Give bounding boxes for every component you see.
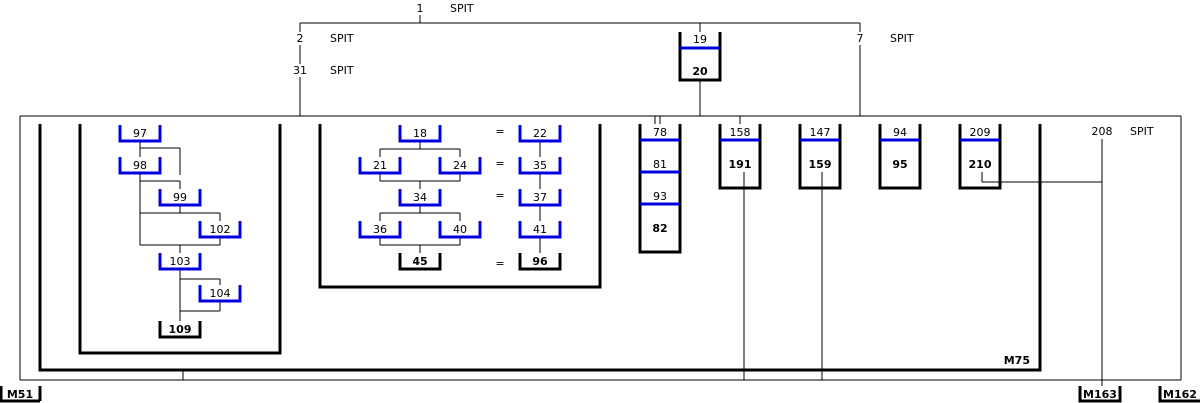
unit-m163-label: M163 bbox=[1083, 388, 1117, 401]
node-1-note: SPIT bbox=[450, 2, 474, 15]
node-7-label: 7 bbox=[857, 32, 864, 45]
unit-99-bracket bbox=[158, 189, 202, 207]
unit-45-label: 45 bbox=[412, 255, 427, 268]
unit-109-bracket bbox=[158, 321, 202, 339]
node-2-note: SPIT bbox=[330, 32, 354, 45]
unit-40-bracket bbox=[438, 221, 482, 239]
unit-34-label: 34 bbox=[413, 191, 427, 204]
unit-99-label: 99 bbox=[173, 191, 187, 204]
unit-18-label: 18 bbox=[413, 127, 427, 140]
unit-97-bracket bbox=[118, 125, 162, 143]
unit-m51-label: M51 bbox=[7, 388, 33, 401]
node-208-note: SPIT bbox=[1130, 125, 1154, 138]
equals-sign: = bbox=[495, 157, 504, 170]
unit-20-label: 20 bbox=[692, 65, 708, 78]
unit-22-label: 22 bbox=[533, 127, 547, 140]
unit-82-label: 82 bbox=[652, 222, 667, 235]
unit-104-bracket bbox=[198, 285, 242, 303]
unit-210-label: 210 bbox=[969, 158, 992, 171]
unit-37-label: 37 bbox=[533, 191, 547, 204]
unit-24-bracket bbox=[438, 157, 482, 175]
unit-19-label: 19 bbox=[693, 33, 707, 46]
unit-36-bracket bbox=[358, 221, 402, 239]
unit-96-label: 96 bbox=[532, 255, 548, 268]
unit-m51-bracket bbox=[0, 386, 40, 403]
unit-96-bracket bbox=[518, 253, 562, 271]
unit-boxes bbox=[0, 32, 1200, 403]
unit-18-bracket bbox=[398, 125, 442, 143]
unit-104-label: 104 bbox=[210, 287, 231, 300]
stack-frame-19 bbox=[678, 32, 722, 82]
unit-102-label: 102 bbox=[210, 223, 231, 236]
group-m75-label: M75 bbox=[1004, 354, 1030, 367]
unit-81-label: 81 bbox=[653, 158, 667, 171]
unit-102-bracket bbox=[198, 221, 242, 239]
unit-21-bracket bbox=[358, 157, 402, 175]
group-middle-frame bbox=[318, 124, 602, 289]
stack-frame-147 bbox=[798, 124, 842, 190]
stack-frame-78 bbox=[638, 124, 682, 254]
unit-m162-label: M162 bbox=[1163, 388, 1197, 401]
unit-m163-bracket bbox=[1078, 386, 1122, 403]
unit-22-bracket bbox=[518, 125, 562, 143]
group-m75-frame bbox=[38, 124, 1042, 372]
stack-frame-158 bbox=[718, 124, 762, 190]
unit-41-label: 41 bbox=[533, 223, 547, 236]
unit-93-label: 93 bbox=[653, 190, 667, 203]
unit-109-label: 109 bbox=[169, 323, 192, 336]
unit-24-label: 24 bbox=[453, 159, 467, 172]
unit-45-bracket bbox=[398, 253, 442, 271]
unit-36-label: 36 bbox=[373, 223, 387, 236]
node-31-label: 31 bbox=[293, 64, 307, 77]
equals-sign: = bbox=[495, 189, 504, 202]
unit-98-label: 98 bbox=[133, 159, 147, 172]
node-1-label: 1 bbox=[417, 2, 424, 15]
unit-94-label: 94 bbox=[893, 126, 907, 139]
node-7-note: SPIT bbox=[890, 32, 914, 45]
unit-209-label: 209 bbox=[970, 126, 991, 139]
unit-35-label: 35 bbox=[533, 159, 547, 172]
unit-m162-bracket bbox=[1158, 386, 1200, 403]
unit-35-bracket bbox=[518, 157, 562, 175]
equals-sign: = bbox=[495, 125, 504, 138]
unit-37-bracket bbox=[518, 189, 562, 207]
unit-34-bracket bbox=[398, 189, 442, 207]
node-2-label: 2 bbox=[297, 32, 304, 45]
unit-40-label: 40 bbox=[453, 223, 467, 236]
group-left-frame bbox=[78, 124, 282, 355]
unit-158-label: 158 bbox=[730, 126, 751, 139]
unit-159-label: 159 bbox=[809, 158, 832, 171]
stack-frame-209 bbox=[958, 124, 1002, 190]
unit-95-label: 95 bbox=[892, 158, 907, 171]
unit-78-label: 78 bbox=[653, 126, 667, 139]
unit-191-label: 191 bbox=[729, 158, 752, 171]
unit-97-label: 97 bbox=[133, 127, 147, 140]
connector-lines bbox=[19, 15, 1182, 386]
unit-41-bracket bbox=[518, 221, 562, 239]
stack-frame-94 bbox=[878, 124, 922, 190]
node-208-label: 208 bbox=[1092, 125, 1113, 138]
unit-103-bracket bbox=[158, 253, 202, 271]
equals-sign: = bbox=[495, 257, 504, 270]
unit-103-label: 103 bbox=[170, 255, 191, 268]
unit-21-label: 21 bbox=[373, 159, 387, 172]
node-31-note: SPIT bbox=[330, 64, 354, 77]
unit-98-bracket bbox=[118, 157, 162, 175]
unit-147-label: 147 bbox=[810, 126, 831, 139]
